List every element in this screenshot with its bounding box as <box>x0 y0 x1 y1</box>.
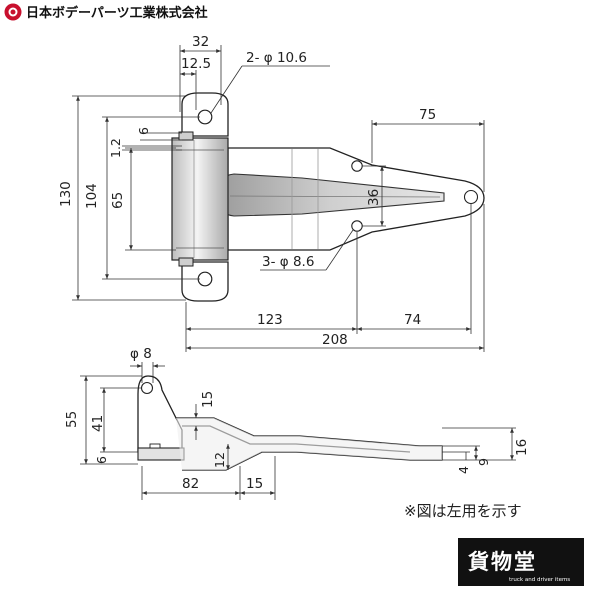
dim-12: 12 <box>212 452 227 468</box>
side-view-dims: φ 8 55 41 6 15 12 16 9 4 <box>64 346 530 500</box>
dim-74: 74 <box>404 312 421 328</box>
maker-name: 日本ボデーパーツ工業株式会社 <box>26 5 208 21</box>
shop-logo-name: 貨物堂 <box>468 550 537 574</box>
dim-2-phi-10-6: 2- φ 10.6 <box>246 50 307 66</box>
dim-32: 32 <box>192 34 209 50</box>
shop-logo: 貨物堂 truck and driver items <box>458 538 584 586</box>
dim-65: 65 <box>110 192 126 209</box>
dim-3-phi-8-6: 3- φ 8.6 <box>262 254 314 270</box>
dim-6-side: 6 <box>94 456 109 464</box>
front-view-dims: 32 12.5 2- φ 10.6 75 6 1.2 130 104 <box>58 34 485 352</box>
dim-6-top: 6 <box>136 127 151 135</box>
dim-15-bottom: 15 <box>246 476 263 492</box>
brand-header: 日本ボデーパーツ工業株式会社 <box>4 3 208 21</box>
dim-12-5: 12.5 <box>181 56 211 72</box>
left-hand-note: ※図は左用を示す <box>404 502 522 520</box>
dim-104: 104 <box>84 183 100 209</box>
dim-208: 208 <box>322 332 348 348</box>
front-view-part <box>171 92 485 302</box>
dim-75: 75 <box>419 107 436 123</box>
dim-1-2: 1.2 <box>108 138 123 158</box>
dim-36: 36 <box>366 189 382 206</box>
shop-logo-tagline: truck and driver items <box>509 577 570 583</box>
dim-4: 4 <box>456 466 471 474</box>
side-view-part <box>137 375 443 471</box>
dim-phi-8: φ 8 <box>130 346 152 362</box>
dim-55: 55 <box>64 411 80 428</box>
dim-15-side: 15 <box>200 391 216 408</box>
dim-9: 9 <box>476 458 491 466</box>
dim-123: 123 <box>257 312 283 328</box>
dim-130: 130 <box>58 181 74 207</box>
dim-82: 82 <box>182 476 199 492</box>
dim-16: 16 <box>514 439 530 456</box>
dim-41: 41 <box>90 415 106 432</box>
